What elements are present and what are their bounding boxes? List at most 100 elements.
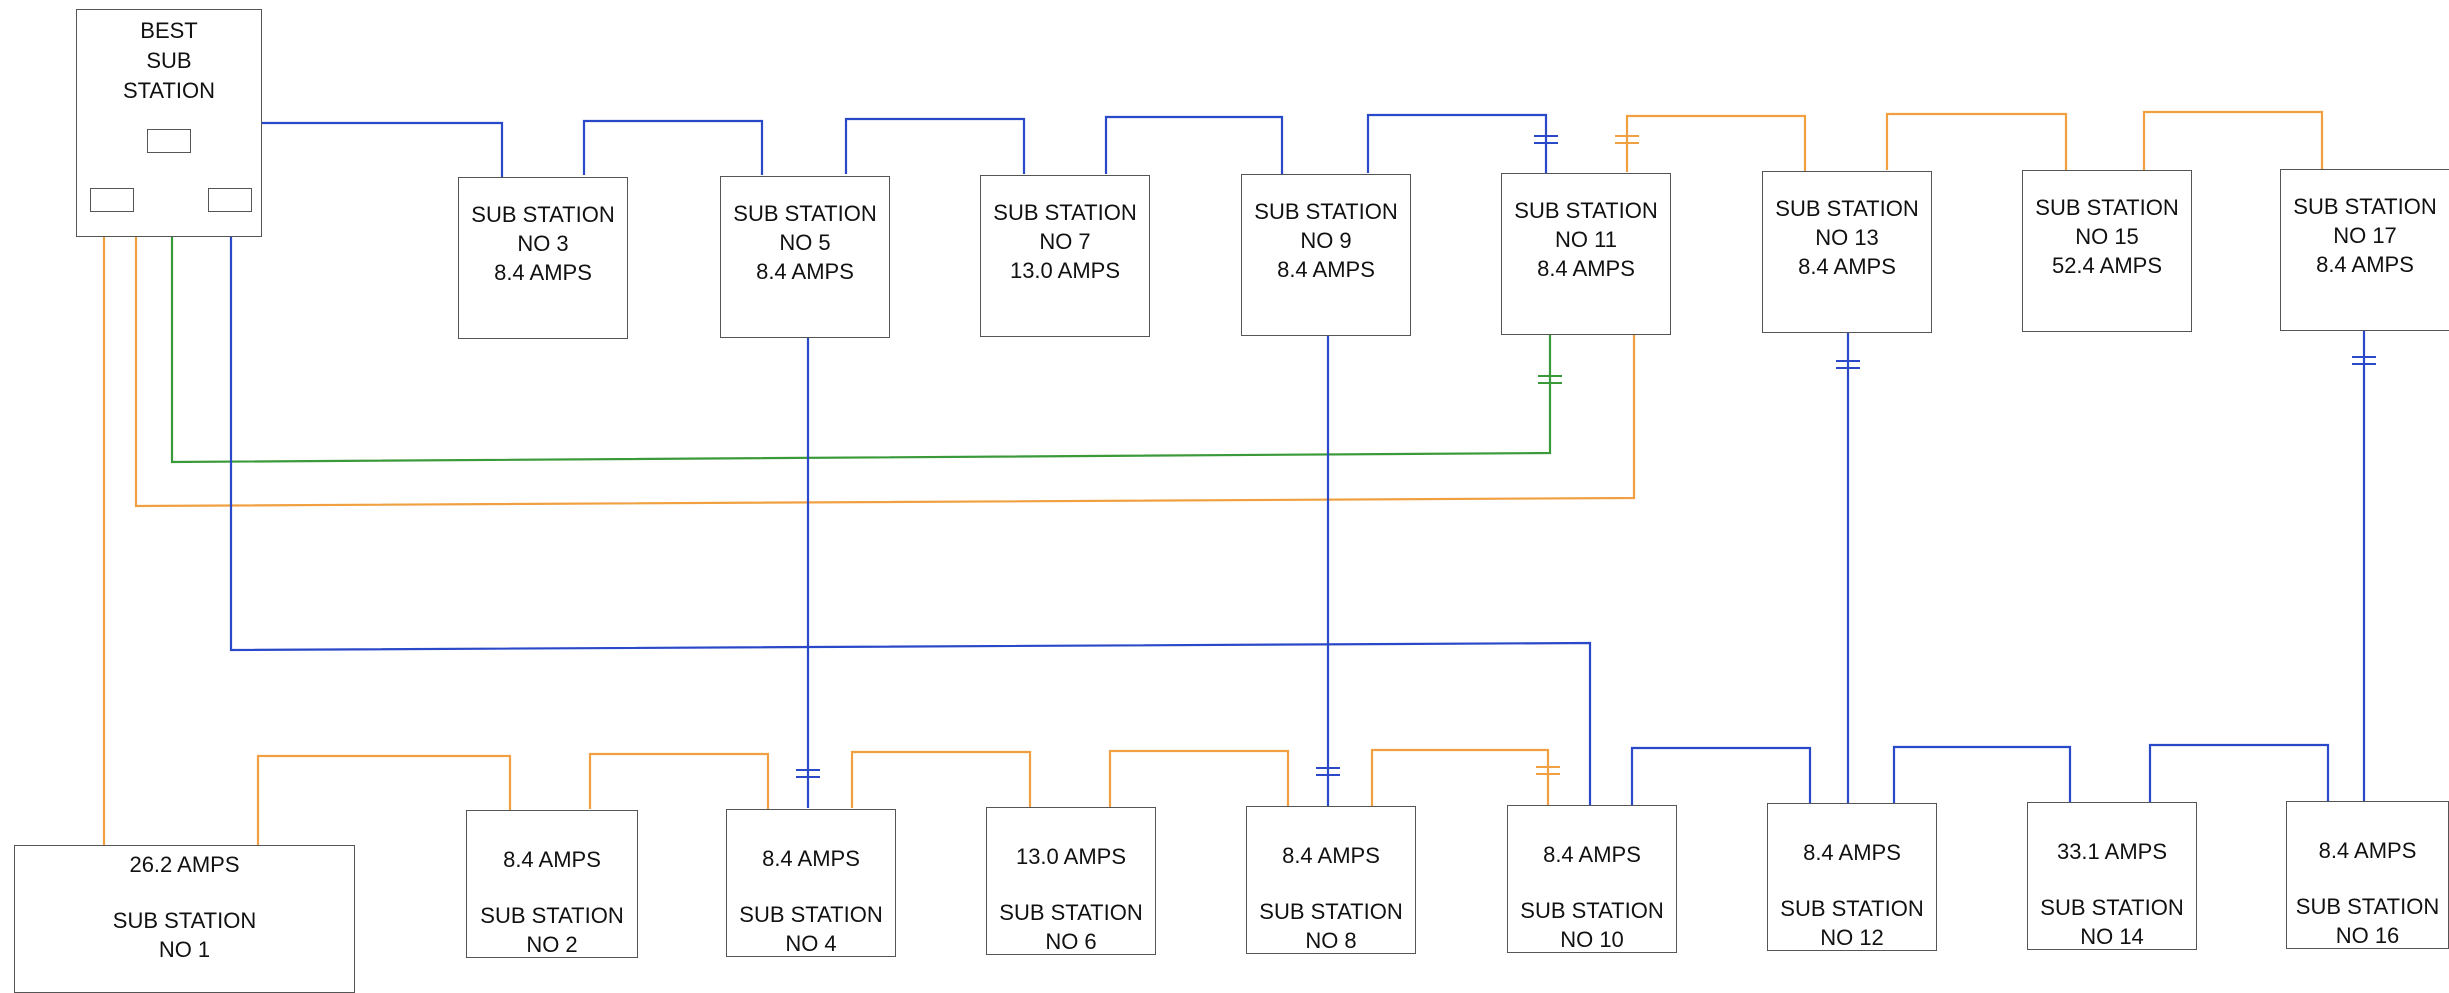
blue-wire-best-to-no10 bbox=[229, 211, 1592, 805]
station-number: NO 13 bbox=[1815, 225, 1879, 250]
station-number: NO 9 bbox=[1300, 228, 1352, 253]
orange-wire-no1-to-no2 bbox=[256, 754, 512, 845]
orange-wire-no8-to-no10 bbox=[1370, 748, 1550, 806]
station-name: SUB STATION bbox=[733, 201, 877, 226]
sub-station-no-1: 26.2 AMPS SUB STATION NO 1 bbox=[14, 845, 355, 993]
sub-station-no-9: SUB STATION NO 9 8.4 AMPS bbox=[1241, 174, 1411, 336]
station-name: SUB STATION bbox=[999, 900, 1143, 925]
station-number: NO 11 bbox=[1555, 227, 1617, 252]
sub-station-no-10: 8.4 AMPS SUB STATION NO 10 bbox=[1507, 805, 1677, 953]
station-amps: 8.4 AMPS bbox=[1798, 254, 1896, 279]
best-station-line-3: STATION bbox=[122, 78, 216, 103]
sub-station-no-6: 13.0 AMPS SUB STATION NO 6 bbox=[986, 807, 1156, 955]
joint-marker-green-no11 bbox=[1538, 375, 1562, 384]
joint-marker-blue-no13 bbox=[1836, 360, 1860, 369]
station-amps: 8.4 AMPS bbox=[1537, 256, 1635, 281]
best-terminal-left bbox=[90, 188, 134, 212]
station-name: SUB STATION bbox=[2293, 194, 2437, 219]
joint-marker-orange-no10 bbox=[1536, 766, 1560, 775]
station-amps: 13.0 AMPS bbox=[1009, 258, 1121, 283]
blue-wire-no10-to-no12 bbox=[1630, 746, 1812, 805]
best-terminal-right bbox=[208, 188, 252, 212]
station-amps: 13.0 AMPS bbox=[1015, 844, 1127, 869]
station-name: SUB STATION bbox=[1514, 198, 1658, 223]
joint-marker-orange-no11 bbox=[1615, 135, 1639, 144]
orange-wire-no4-to-no6 bbox=[850, 750, 1032, 808]
station-amps: 8.4 AMPS bbox=[1277, 257, 1375, 282]
station-amps: 26.2 AMPS bbox=[129, 852, 240, 877]
station-amps: 33.1 AMPS bbox=[2056, 839, 2168, 864]
station-amps: 8.4 AMPS bbox=[1543, 842, 1641, 867]
station-number: NO 14 bbox=[2080, 924, 2144, 949]
sub-station-no-4: 8.4 AMPS SUB STATION NO 4 bbox=[726, 809, 896, 957]
station-amps: 8.4 AMPS bbox=[503, 847, 601, 872]
sub-station-no-11: SUB STATION NO 11 8.4 AMPS bbox=[1501, 173, 1671, 335]
sub-station-no-16: 8.4 AMPS SUB STATION NO 16 bbox=[2286, 801, 2449, 949]
sub-station-no-13: SUB STATION NO 13 8.4 AMPS bbox=[1762, 171, 1932, 333]
station-number: NO 3 bbox=[517, 231, 569, 256]
station-number: NO 2 bbox=[526, 932, 578, 957]
sub-station-no-14: 33.1 AMPS SUB STATION NO 14 bbox=[2027, 802, 2197, 950]
station-name: SUB STATION bbox=[1780, 896, 1924, 921]
wiring-diagram bbox=[102, 110, 2376, 845]
station-number: NO 10 bbox=[1560, 927, 1624, 952]
station-number: NO 16 bbox=[2335, 923, 2400, 948]
sub-station-no-3: SUB STATION NO 3 8.4 AMPS bbox=[458, 177, 628, 339]
station-number: NO 5 bbox=[779, 230, 831, 255]
sub-station-no-17: SUB STATION NO 17 8.4 AMPS bbox=[2280, 169, 2449, 331]
joint-marker-blue-no8 bbox=[1316, 767, 1340, 776]
station-name: SUB STATION bbox=[1259, 899, 1403, 924]
joint-marker-blue-no17 bbox=[2352, 356, 2376, 365]
station-name: SUB STATION bbox=[2040, 895, 2184, 920]
sub-station-no-12: 8.4 AMPS SUB STATION NO 12 bbox=[1767, 803, 1937, 951]
blue-wire-no9-to-no11 bbox=[1366, 113, 1548, 173]
sub-station-no-2: 8.4 AMPS SUB STATION NO 2 bbox=[466, 810, 638, 958]
blue-wire-no3-to-no5 bbox=[582, 119, 764, 175]
station-number: NO 7 bbox=[1039, 229, 1091, 254]
sub-station-no-15: SUB STATION NO 15 52.4 AMPS bbox=[2022, 170, 2192, 332]
orange-wire-no6-to-no8 bbox=[1108, 749, 1290, 807]
station-number: NO 1 bbox=[158, 937, 211, 962]
orange-wire-best-to-no11 bbox=[134, 211, 1636, 508]
blue-wire-no5-to-no7 bbox=[844, 117, 1026, 174]
station-amps: 52.4 AMPS bbox=[2051, 253, 2163, 278]
green-wire-best-to-no11 bbox=[170, 150, 1552, 464]
best-station-line-2: SUB bbox=[146, 48, 192, 73]
best-terminal-top bbox=[147, 129, 191, 153]
station-number: NO 8 bbox=[1305, 928, 1357, 953]
station-name: SUB STATION bbox=[739, 902, 883, 927]
orange-wire-no2-to-no4 bbox=[588, 752, 770, 809]
orange-wire-no11-to-no13 bbox=[1625, 114, 1807, 172]
station-amps: 8.4 AMPS bbox=[2316, 252, 2414, 277]
station-amps: 8.4 AMPS bbox=[762, 846, 860, 871]
station-number: NO 4 bbox=[785, 931, 837, 956]
station-amps: 8.4 AMPS bbox=[2318, 838, 2417, 863]
orange-wire-no13-to-no15 bbox=[1885, 112, 2068, 170]
station-name: SUB STATION bbox=[112, 908, 257, 933]
station-name: SUB STATION bbox=[2035, 195, 2179, 220]
sub-station-no-8: 8.4 AMPS SUB STATION NO 8 bbox=[1246, 806, 1416, 954]
station-name: SUB STATION bbox=[480, 903, 624, 928]
blue-wire-no14-to-no16 bbox=[2148, 743, 2330, 802]
joint-marker-blue-no11 bbox=[1534, 135, 1558, 144]
station-amps: 8.4 AMPS bbox=[1282, 843, 1380, 868]
station-name: SUB STATION bbox=[471, 202, 615, 227]
sub-station-no-7: SUB STATION NO 7 13.0 AMPS bbox=[980, 175, 1150, 337]
station-name: SUB STATION bbox=[2295, 894, 2440, 919]
station-name: SUB STATION bbox=[1254, 199, 1398, 224]
station-amps: 8.4 AMPS bbox=[756, 259, 854, 284]
station-amps: 8.4 AMPS bbox=[494, 260, 592, 285]
station-amps: 8.4 AMPS bbox=[1803, 840, 1901, 865]
station-name: SUB STATION bbox=[993, 200, 1137, 225]
station-number: NO 15 bbox=[2075, 224, 2139, 249]
station-number: NO 6 bbox=[1045, 929, 1097, 954]
station-name: SUB STATION bbox=[1520, 898, 1664, 923]
station-name: SUB STATION bbox=[1775, 196, 1919, 221]
station-number: NO 17 bbox=[2333, 223, 2397, 248]
orange-wire-no15-to-no17 bbox=[2142, 110, 2324, 170]
sub-station-no-5: SUB STATION NO 5 8.4 AMPS bbox=[720, 176, 890, 338]
blue-wire-no7-to-no9 bbox=[1104, 115, 1284, 174]
joint-marker-blue-no4 bbox=[796, 769, 820, 778]
best-station-line-1: BEST bbox=[140, 18, 198, 43]
blue-wire-no12-to-no14 bbox=[1892, 745, 2072, 803]
